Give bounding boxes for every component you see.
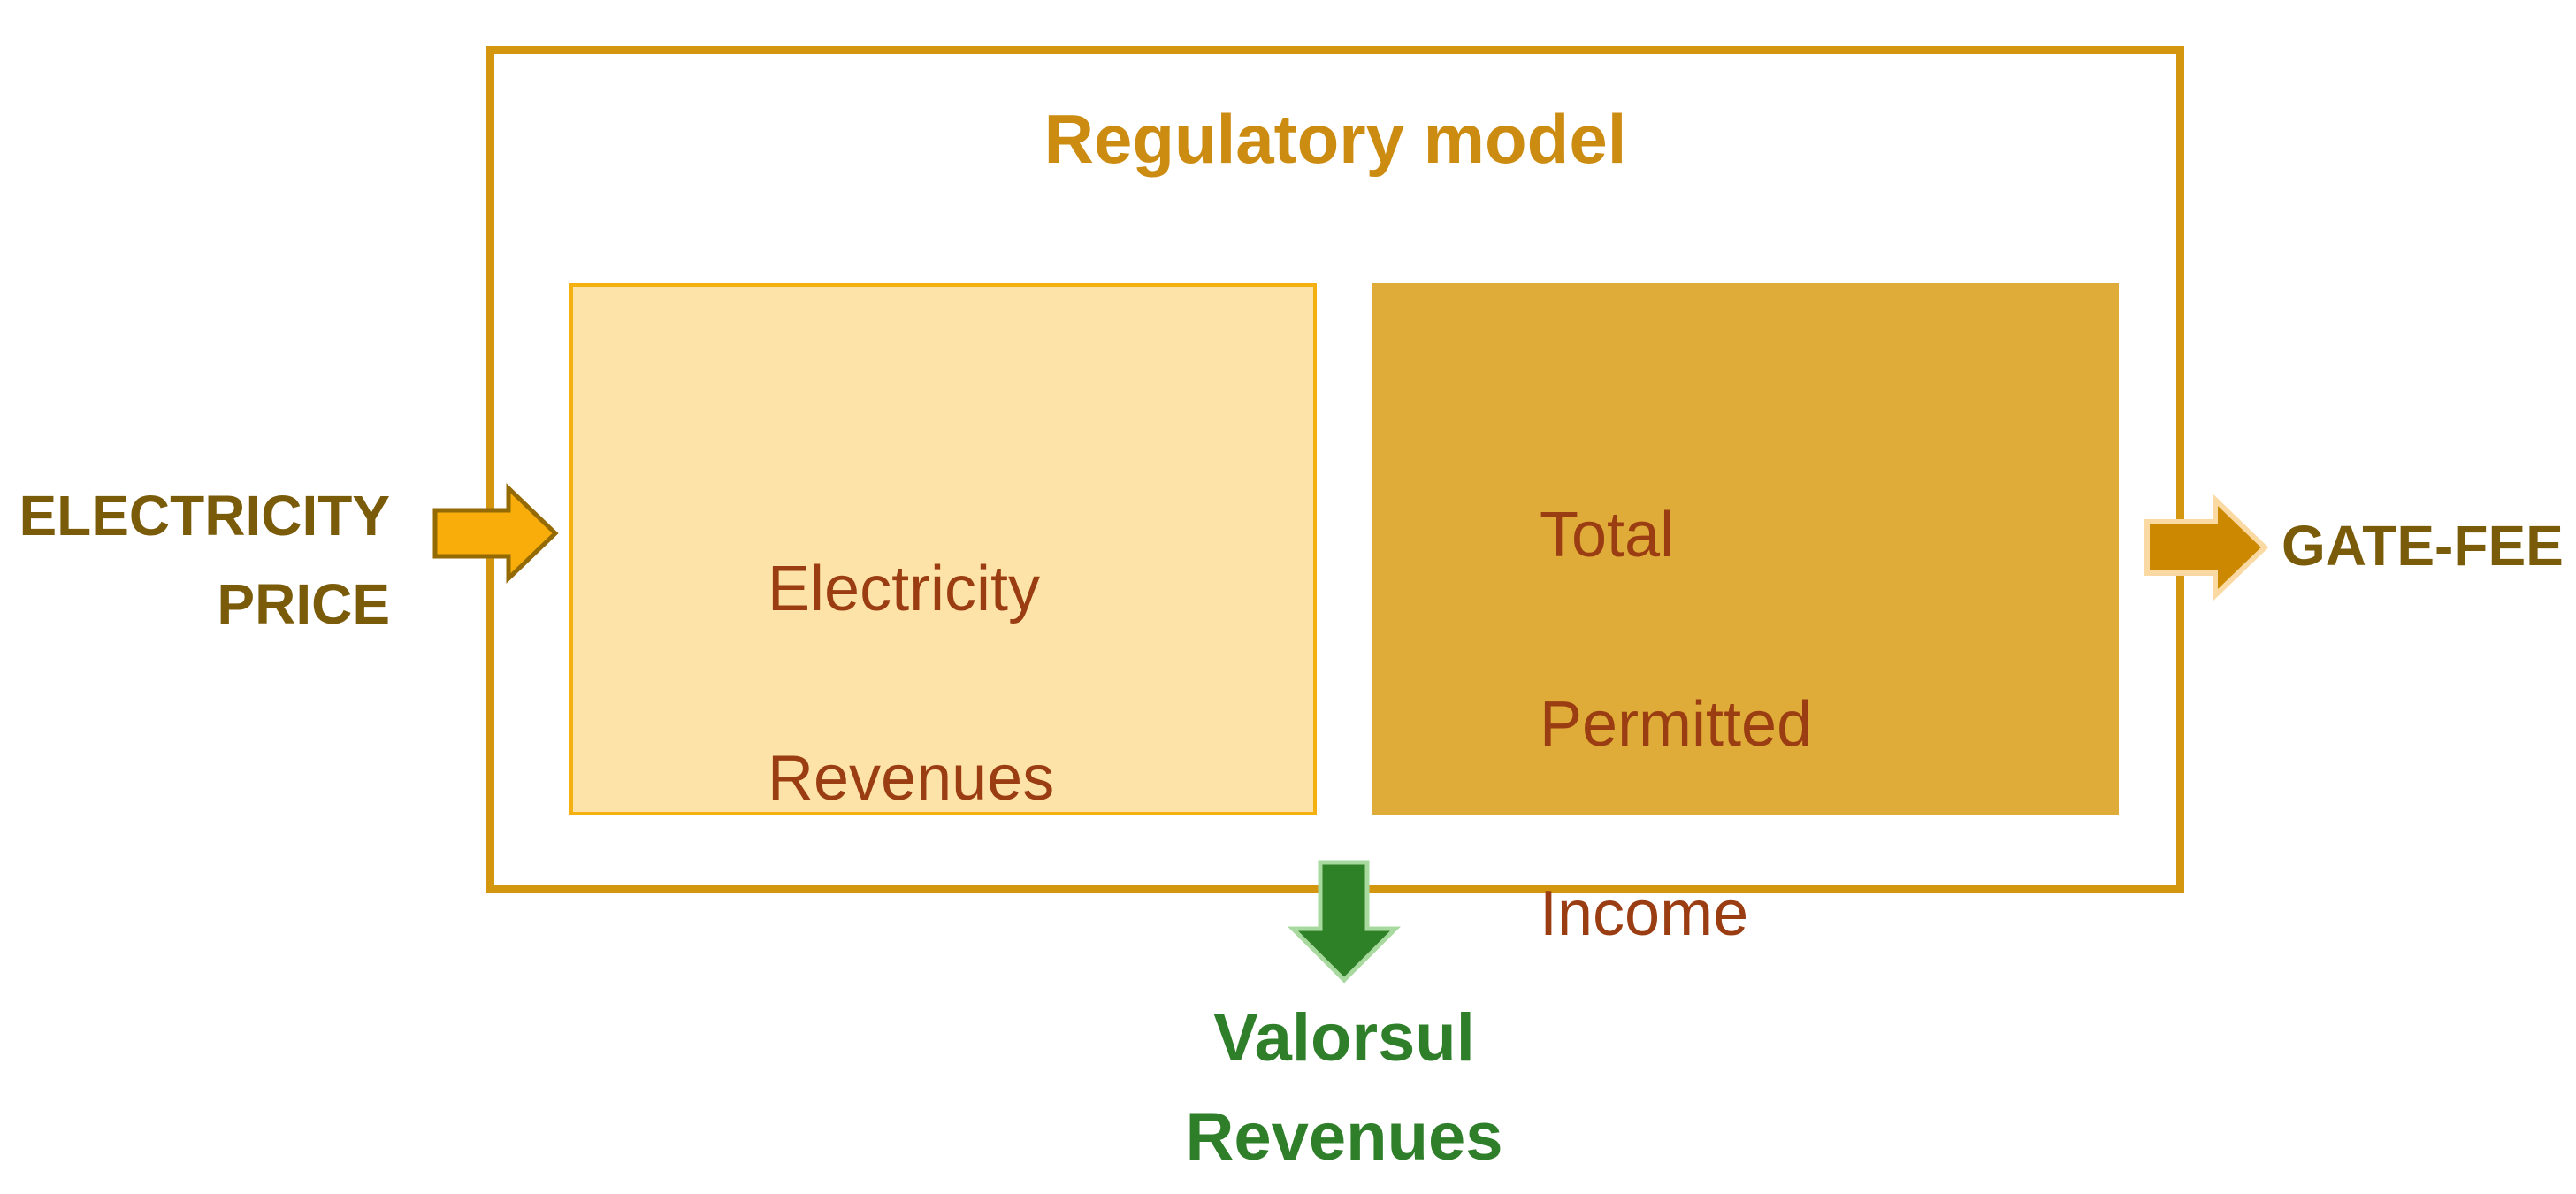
valorsul-revenues-label: Valorsul Revenues xyxy=(1105,989,1583,1187)
electricity-revenues-box: Electricity Revenues xyxy=(569,283,1317,815)
model-title: Regulatory model xyxy=(1043,100,1627,178)
total-permitted-income-line-2: Permitted xyxy=(1540,689,1813,760)
total-permitted-income-line-3: Income xyxy=(1540,878,1749,949)
electricity-revenues-line-1: Electricity xyxy=(768,554,1041,624)
valorsul-revenues-line-2: Revenues xyxy=(1185,1099,1503,1175)
electricity-revenues-text: Electricity Revenues xyxy=(768,448,1054,921)
total-permitted-income-line-1: Total xyxy=(1540,500,1675,570)
total-permitted-income-box: Total Permitted Income xyxy=(1372,283,2119,949)
electricity-price-label: ELECTRICITY PRICE xyxy=(19,471,390,648)
electricity-price-line-1: ELECTRICITY xyxy=(19,484,390,547)
valorsul-revenues-line-1: Valorsul xyxy=(1213,1000,1475,1075)
total-permitted-income-text: Total Permitted Income xyxy=(1540,394,1812,1056)
electricity-price-line-2: PRICE xyxy=(217,572,390,636)
electricity-revenues-line-2: Revenues xyxy=(768,743,1055,814)
gate-fee-label: GATE-FEE xyxy=(2282,514,2564,578)
